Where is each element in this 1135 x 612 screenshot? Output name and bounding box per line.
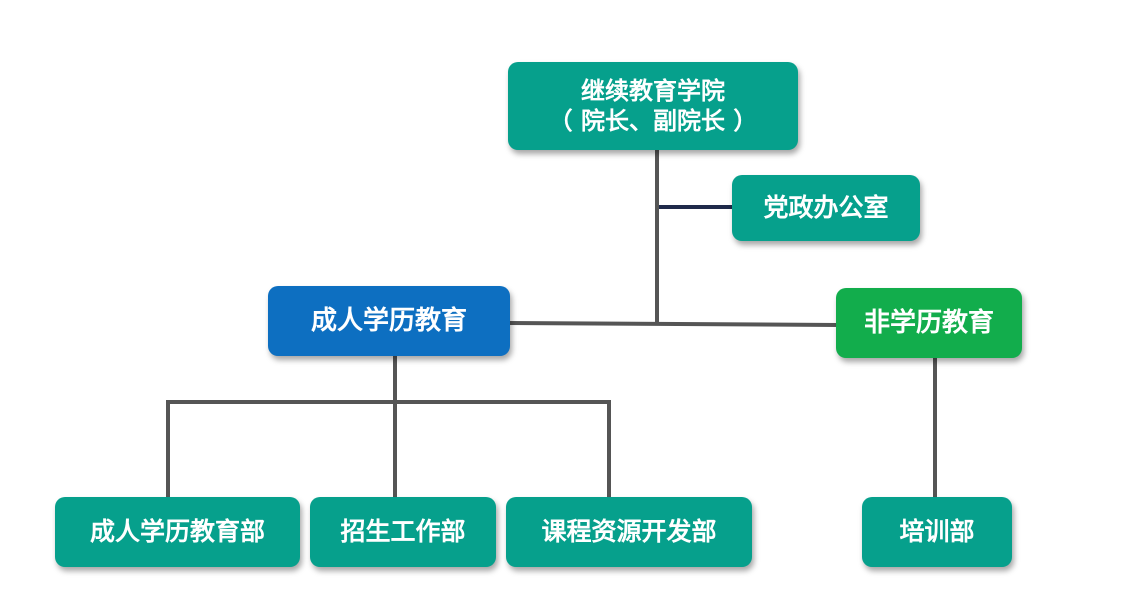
- course-dev-dept-node: 课程资源开发部: [506, 497, 752, 567]
- adult-education-dept-label: 成人学历教育部: [89, 517, 265, 547]
- office-node: 党政办公室: [732, 175, 920, 241]
- adult-education-dept-node: 成人学历教育部: [55, 497, 300, 567]
- root-subtitle: （ 院长、副院长 ）: [548, 107, 758, 135]
- course-dev-dept-label: 课程资源开发部: [541, 517, 717, 547]
- admissions-dept-label: 招生工作部: [340, 517, 466, 547]
- connector-level2-horizontal: [507, 321, 839, 327]
- non-degree-education-label: 非学历教育: [863, 307, 994, 338]
- root-node: 继续教育学院 （ 院长、副院长 ）: [508, 62, 798, 150]
- root-title: 继续教育学院: [581, 77, 725, 105]
- admissions-dept-node: 招生工作部: [310, 497, 496, 567]
- non-degree-education-node: 非学历教育: [836, 288, 1022, 358]
- adult-education-label: 成人学历教育: [310, 305, 467, 336]
- training-dept-label: 培训部: [899, 517, 975, 547]
- adult-education-node: 成人学历教育: [268, 286, 510, 356]
- office-label: 党政办公室: [763, 193, 889, 223]
- training-dept-node: 培训部: [862, 497, 1012, 567]
